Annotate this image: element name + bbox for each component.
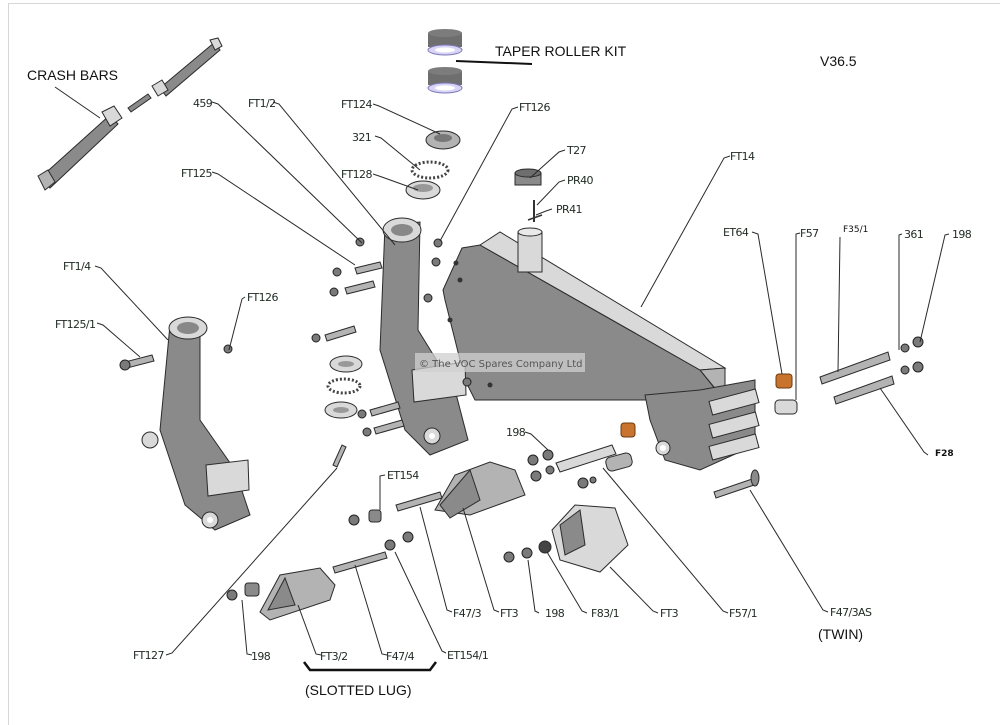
label-ft3-a: FT3 — [500, 607, 519, 620]
copyright-text: © The VOC Spares Company Ltd — [419, 359, 583, 370]
label-321: 321 — [352, 131, 371, 144]
label-ft126-top: FT126 — [519, 101, 550, 114]
label-361: 361 — [904, 228, 923, 241]
head-lug-ft1-2 — [311, 217, 472, 456]
part-labels: 459 FT1/2 FT124 FT126 321 FT128 FT125 T2… — [55, 97, 972, 663]
main-frame-ft14 — [442, 227, 760, 471]
label-f47-4: F47/4 — [386, 650, 415, 663]
crash-bars — [37, 37, 223, 191]
label-et64: ET64 — [723, 226, 749, 239]
label-f83-1: F83/1 — [591, 607, 619, 620]
label-f47-3: F47/3 — [453, 607, 482, 620]
copyright-watermark: © The VOC Spares Company Ltd — [415, 353, 585, 372]
twin-callout: (TWIN) — [818, 626, 863, 642]
bushing-lower — [620, 422, 636, 438]
label-ft127: FT127 — [133, 649, 164, 662]
bolt-ft127 — [332, 444, 347, 468]
label-ft126-left: FT126 — [247, 291, 278, 304]
label-f57: F57 — [800, 227, 819, 240]
head-bearing-stack — [405, 130, 461, 200]
label-ft1-4: FT1/4 — [63, 260, 91, 273]
label-pr41: PR41 — [556, 203, 582, 216]
label-f57-1: F57/1 — [729, 607, 757, 620]
diagram-frame — [8, 3, 1000, 725]
label-ft3-2: FT3/2 — [320, 650, 348, 663]
taper-roller-kit-label: TAPER ROLLER KIT — [495, 43, 627, 59]
taper-roller-bearings — [427, 29, 463, 94]
leader-lines — [94, 101, 950, 672]
label-f35-1: F35/1 — [843, 225, 868, 235]
label-ft128: FT128 — [341, 168, 372, 181]
label-pr40: PR40 — [567, 174, 593, 187]
crash-bars-leader — [54, 86, 101, 119]
crash-bars-label: CRASH BARS — [27, 67, 118, 83]
label-ft124: FT124 — [341, 98, 372, 111]
label-198-bottom: 198 — [251, 650, 271, 663]
swing-arm-spindle-parts — [620, 336, 924, 499]
slotted-lug-callout: (SLOTTED LUG) — [305, 682, 412, 698]
label-f47-3as: F47/3AS — [830, 606, 872, 619]
label-198-lower: 198 — [545, 607, 565, 620]
head-lug-ft1-4 — [119, 316, 251, 531]
cap-and-pins — [514, 168, 543, 222]
label-t27: T27 — [566, 144, 587, 157]
label-f28: F28 — [935, 449, 954, 459]
label-459: 459 — [193, 97, 213, 110]
label-et154-1: ET154/1 — [447, 649, 488, 662]
label-ft3-b: FT3 — [660, 607, 679, 620]
engine-mounting-lugs — [226, 444, 633, 621]
label-et154: ET154 — [387, 469, 419, 482]
label-ft125-1: FT125/1 — [55, 318, 95, 331]
label-198-mid: 198 — [506, 426, 526, 439]
label-ft1-2: FT1/2 — [248, 97, 276, 110]
label-198-right: 198 — [952, 228, 972, 241]
taper-roller-leader — [455, 60, 533, 65]
bushing-et64 — [775, 373, 793, 389]
diagram-code: V36.5 — [820, 53, 857, 69]
label-ft14: FT14 — [730, 150, 755, 163]
label-ft125: FT125 — [181, 167, 212, 180]
